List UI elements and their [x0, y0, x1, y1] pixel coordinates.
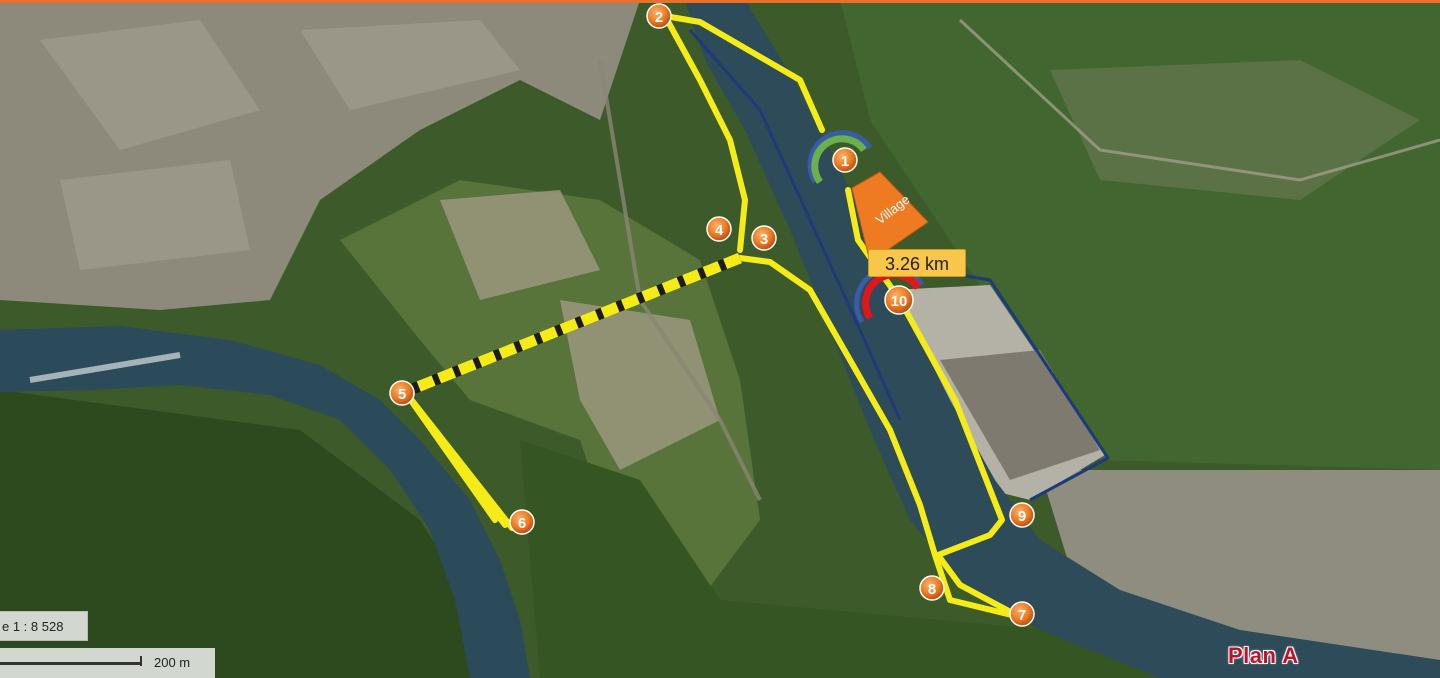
marker-5[interactable]: 5: [389, 380, 415, 406]
marker-4[interactable]: 4: [706, 216, 732, 242]
marker-3[interactable]: 3: [751, 225, 777, 251]
scale-bar-label: 200 m: [154, 655, 191, 670]
scale-bar: 200 m: [0, 648, 215, 678]
factory-roofs: [940, 350, 1100, 480]
scale-ratio-label: e 1 : 8 528: [0, 611, 88, 641]
road: [598, 59, 762, 501]
marker-6[interactable]: 6: [509, 509, 535, 535]
route-dashed-segment: [402, 252, 743, 398]
marker-5-label: 5: [398, 386, 406, 403]
distance-label: 3.26 km: [868, 249, 966, 277]
road: [958, 18, 1440, 182]
site-boundary: [959, 273, 1111, 502]
marker-4-label: 4: [715, 222, 724, 239]
marker-2-label: 2: [655, 9, 663, 26]
marker-10[interactable]: 10: [884, 285, 914, 315]
urban-area-texture: [40, 20, 520, 270]
marker-3-label: 3: [760, 231, 768, 248]
marker-10-label: 10: [891, 293, 908, 310]
marker-7-label: 7: [1018, 607, 1026, 624]
marker-7[interactable]: 7: [1009, 601, 1035, 627]
marker-1-label: 1: [841, 153, 849, 170]
top-accent-bar: [0, 0, 1440, 3]
citadel-hill: [340, 180, 760, 600]
marker-8[interactable]: 8: [919, 575, 945, 601]
marker-9-label: 9: [1018, 508, 1026, 525]
forest-southwest: [0, 390, 520, 678]
route-markers: 1 2 3 4 5 6 7 8 9 10: [389, 3, 1035, 627]
hillside-houses: [1050, 60, 1420, 200]
start-arc-inner: [811, 135, 867, 185]
citadel-buildings: [440, 190, 720, 470]
river: [0, 326, 530, 678]
plan-title: Plan A: [1228, 643, 1299, 668]
finish-arc-inner: [862, 271, 921, 320]
river-weir: [29, 352, 181, 383]
marker-1[interactable]: 1: [832, 147, 858, 173]
marker-8-label: 8: [928, 581, 936, 598]
marker-2[interactable]: 2: [646, 3, 672, 29]
start-arc-outer: [807, 130, 873, 184]
village-flag: [851, 171, 929, 263]
scale-bar-line: [0, 662, 140, 665]
marker-9[interactable]: 9: [1009, 502, 1035, 528]
forest-south: [520, 440, 1240, 678]
scale-bar-tick: [140, 656, 142, 666]
marker-6-label: 6: [518, 515, 526, 532]
site-boundary: [688, 29, 902, 421]
